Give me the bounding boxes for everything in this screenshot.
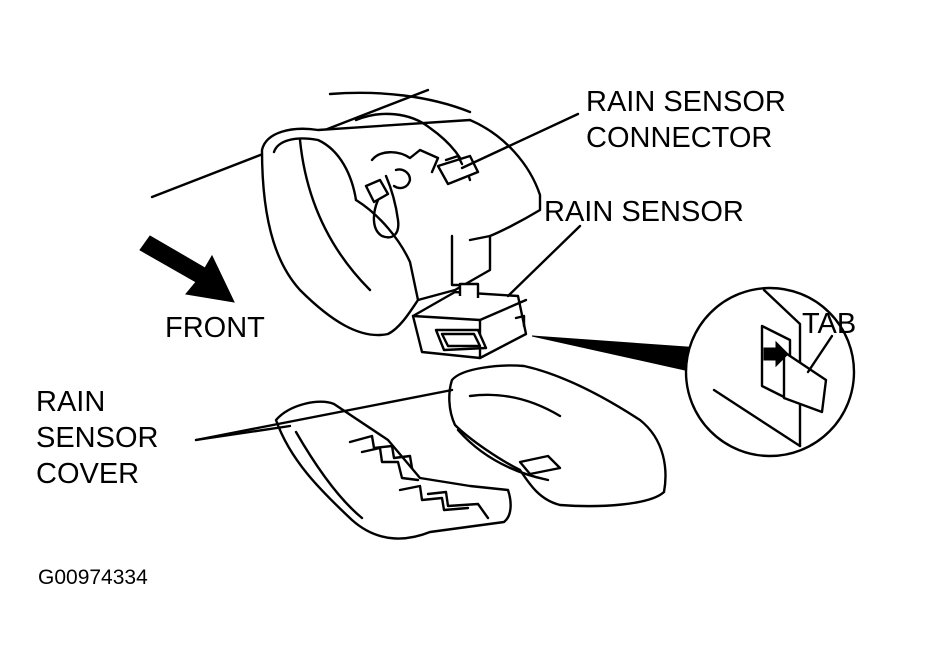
tab-piece: [782, 350, 828, 414]
tab-arrow-icon: [763, 340, 789, 368]
tab-label: TAB: [802, 308, 857, 340]
tab-detail-circle: [684, 286, 856, 458]
rain-sensor-connector-label: RAIN SENSOR CONNECTOR: [586, 84, 786, 156]
label-line: RAIN: [36, 386, 106, 418]
rain-sensor-cover-left: [274, 400, 512, 540]
label-line: CONNECTOR: [586, 122, 773, 154]
front-label: FRONT: [165, 312, 265, 344]
mirror-base-housing: [260, 112, 542, 337]
figure-id: G00974334: [38, 566, 148, 589]
rain-sensor-cover-label: RAIN SENSOR COVER: [36, 384, 158, 492]
label-line: COVER: [36, 458, 140, 490]
cover-leader-2: [194, 388, 454, 442]
label-line: RAIN SENSOR: [586, 86, 786, 118]
rain-sensor-label: RAIN SENSOR: [544, 196, 744, 228]
sensor-leader: [506, 224, 582, 298]
roof-line: [328, 91, 472, 114]
front-arrow-icon: [139, 235, 235, 303]
detail-pointer: [531, 335, 701, 373]
label-line: SENSOR: [36, 422, 159, 454]
tab-leader: [806, 334, 834, 374]
connector-leader: [460, 112, 580, 170]
rain-sensor-body: [411, 282, 528, 360]
rain-sensor-cover-right: [448, 364, 667, 508]
